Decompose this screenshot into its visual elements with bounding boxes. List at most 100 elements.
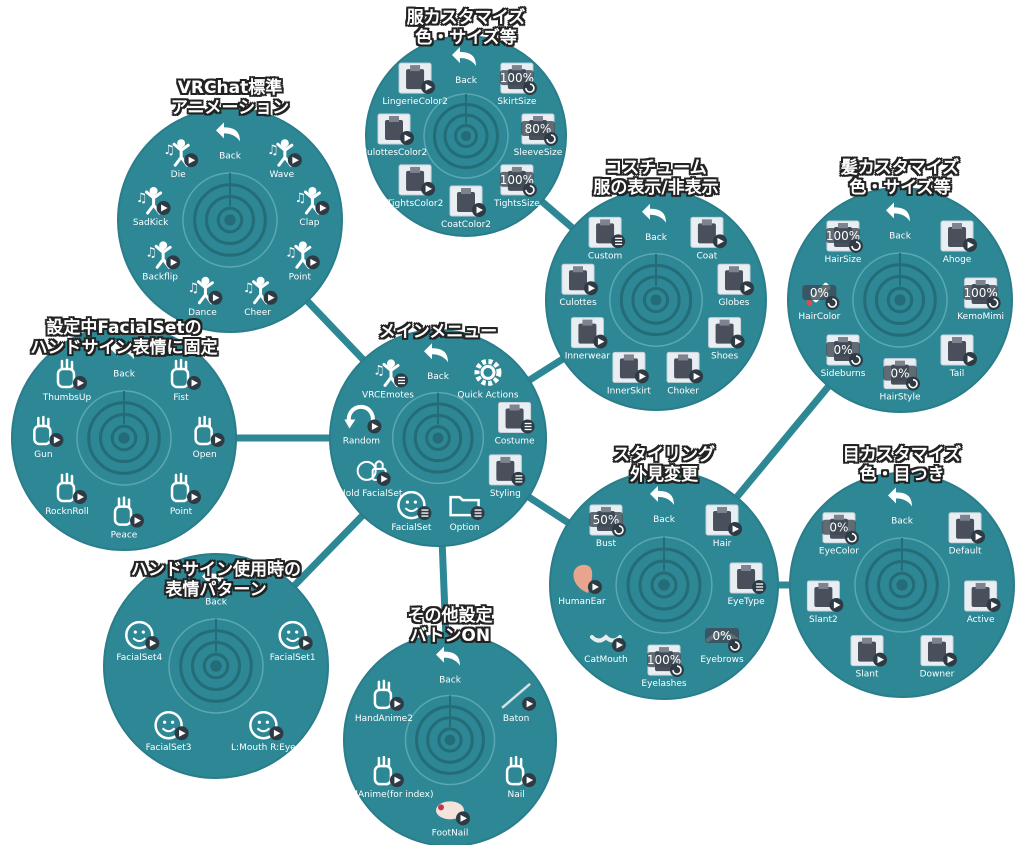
menu-title-line: バトンON — [409, 626, 491, 646]
menu-item-catmouth[interactable]: CatMouth — [584, 634, 628, 665]
menu-item-facialset3[interactable]: FacialSet3 — [146, 710, 192, 753]
menu-item-sideburns[interactable]: 0%Sideburns — [821, 334, 866, 379]
menu-item-innerskirt[interactable]: InnerSkirt — [607, 351, 651, 396]
menu-item-random[interactable]: Random — [343, 404, 382, 447]
menu-item-tightscolor2[interactable]: TightsColor2 — [386, 164, 444, 209]
menu-item-quick-actions[interactable]: Quick Actions — [457, 358, 519, 400]
menu-item-fist[interactable]: Fist — [170, 358, 202, 403]
menu-item-eyecolor[interactable]: 0%EyeColor — [819, 512, 859, 557]
menu-item-shoes[interactable]: Shoes — [708, 317, 745, 362]
menu-item-backflip[interactable]: ♫Backflip — [142, 241, 181, 282]
menu-item-label: Baton — [503, 714, 529, 724]
svg-text:♫: ♫ — [136, 191, 148, 206]
menu-item-lingeriecolor2[interactable]: LingerieColor2 — [382, 62, 448, 107]
menu-item-baton[interactable]: Baton — [501, 682, 537, 724]
menu-item-slant[interactable]: Slant — [850, 635, 888, 680]
play-icon — [472, 203, 486, 217]
menu-item-handanime-for-index[interactable]: HandAnime(for index) — [334, 755, 434, 800]
menu-item-label: Gun — [34, 450, 52, 460]
menu-item-globes[interactable]: Globes — [717, 263, 754, 308]
menu-item-option[interactable]: Option — [449, 495, 485, 533]
menu-item-slant2[interactable]: Slant2 — [806, 580, 844, 625]
value-badge: 0% — [825, 342, 860, 358]
dancer-icon: ♫ — [285, 241, 312, 269]
menu-item-back[interactable]: Back — [642, 203, 668, 243]
menu-item-nail[interactable]: Nail — [505, 755, 537, 800]
menu-item-ahoge[interactable]: Ahoge — [940, 220, 978, 265]
menu-item-label: Hold FacialSet — [339, 489, 403, 499]
menu-item-kemomimi[interactable]: 100%KemoMimi — [957, 277, 1004, 322]
menu-item-haircolor[interactable]: 0%HairColor — [798, 282, 841, 322]
menu-item-peace[interactable]: Peace — [111, 496, 144, 541]
reset-icon — [844, 530, 859, 545]
menu-title-main: メインメニュー — [379, 322, 498, 342]
menu-item-culottescolor2[interactable]: CulottesColor2 — [361, 113, 428, 158]
menu-item-label: HairColor — [798, 312, 840, 322]
menu-item-sleevesize[interactable]: 80%SleeveSize — [514, 113, 563, 158]
menu-item-coatcolor2[interactable]: CoatColor2 — [441, 185, 491, 230]
menu-item-footnail[interactable]: FootNail — [432, 801, 470, 838]
menu-item-wave[interactable]: ♫Wave — [267, 139, 302, 180]
menu-item-back[interactable]: Back — [110, 340, 136, 379]
menu-item-vrcemotes[interactable]: ♫VRCEmotes — [362, 359, 414, 400]
menu-item-default[interactable]: Default — [948, 512, 986, 557]
menu-item-eyelashes[interactable]: 100%Eyelashes — [641, 644, 687, 689]
play-icon — [174, 726, 189, 741]
menu-item-eyebrows[interactable]: 0%Eyebrows — [700, 628, 744, 665]
menu-item-clap[interactable]: ♫Clap — [294, 186, 330, 228]
menu-item-back[interactable]: Back — [650, 485, 676, 525]
menu-item-hairsize[interactable]: 100%HairSize — [824, 220, 863, 265]
menu-item-eyetype[interactable]: EyeType — [727, 562, 767, 607]
menu-item-culottes[interactable]: Culottes — [559, 263, 599, 308]
menu-item-hair[interactable]: Hair — [705, 504, 743, 549]
menu-item-downer[interactable]: Downer — [920, 635, 957, 680]
menu-item-active[interactable]: Active — [964, 580, 1001, 625]
back-arrow-icon — [424, 343, 448, 363]
menu-item-tightssize[interactable]: 100%TightsSize — [493, 164, 540, 209]
menu-item-back[interactable]: Back — [452, 47, 478, 86]
menu-item-label: Coat — [696, 251, 717, 261]
menu-item-choker[interactable]: Choker — [666, 351, 704, 396]
menu-item-bust[interactable]: 50%Bust — [588, 504, 626, 549]
menu-item-label: RocknRoll — [45, 507, 89, 517]
menu-item-label: Back — [455, 76, 478, 86]
menu-item-back[interactable]: Back — [436, 646, 462, 686]
dancer-icon: ♫ — [187, 276, 214, 305]
menu-item-skirtsize[interactable]: 100%SkirtSize — [497, 62, 537, 107]
menu-item-l-mouth-r-eye[interactable]: L:Mouth R:Eye — [231, 710, 296, 753]
menu-item-innerwear[interactable]: Innerwear — [565, 317, 611, 362]
menu-item-back[interactable]: Back — [886, 202, 912, 241]
menu-item-point[interactable]: ♫Point — [285, 241, 320, 282]
menu-item-back[interactable]: Back — [424, 343, 450, 382]
menu-item-facialset[interactable]: FacialSet — [391, 490, 432, 533]
menu-item-label: Back — [427, 372, 450, 382]
menu-item-humanear[interactable]: HumanEar — [558, 564, 606, 607]
menu-item-die[interactable]: ♫Die — [163, 139, 199, 180]
play-icon — [942, 652, 957, 667]
menu-item-hairstyle[interactable]: 0%HairStyle — [879, 358, 921, 403]
reset-icon — [848, 238, 863, 253]
menu-item-sadkick[interactable]: ♫SadKick — [133, 186, 171, 228]
menu-item-thumbsup[interactable]: ThumbsUp — [42, 358, 92, 403]
menu-item-facialset4[interactable]: FacialSet4 — [116, 620, 162, 663]
menu-item-cheer[interactable]: ♫Cheer — [243, 276, 278, 318]
menu-item-open[interactable]: Open — [193, 415, 225, 460]
menu-item-styling[interactable]: Styling — [488, 454, 526, 499]
reset-icon — [848, 353, 863, 368]
menu-item-point[interactable]: Point — [170, 472, 202, 517]
menu-item-dance[interactable]: ♫Dance — [187, 276, 223, 318]
menu-item-facialset1[interactable]: FacialSet1 — [270, 620, 316, 663]
menu-item-coat[interactable]: Coat — [690, 216, 727, 261]
menu-item-back[interactable]: Back — [202, 568, 228, 607]
menu-item-hold-facialset[interactable]: Hold FacialSet — [339, 460, 403, 499]
menu-item-costume[interactable]: Costume — [495, 401, 535, 446]
menu-item-rocknroll[interactable]: RocknRoll — [45, 472, 89, 517]
menu-item-tail[interactable]: Tail — [940, 334, 978, 379]
menu-item-handanime2[interactable]: HandAnime2 — [355, 679, 413, 724]
svg-text:100%: 100% — [500, 71, 534, 85]
menu-item-gun[interactable]: Gun — [33, 415, 64, 460]
menu-item-custom[interactable]: Custom — [588, 216, 626, 261]
svg-text:♫: ♫ — [267, 143, 279, 158]
menu-item-back[interactable]: Back — [216, 122, 242, 161]
menu-item-back[interactable]: Back — [888, 487, 914, 526]
